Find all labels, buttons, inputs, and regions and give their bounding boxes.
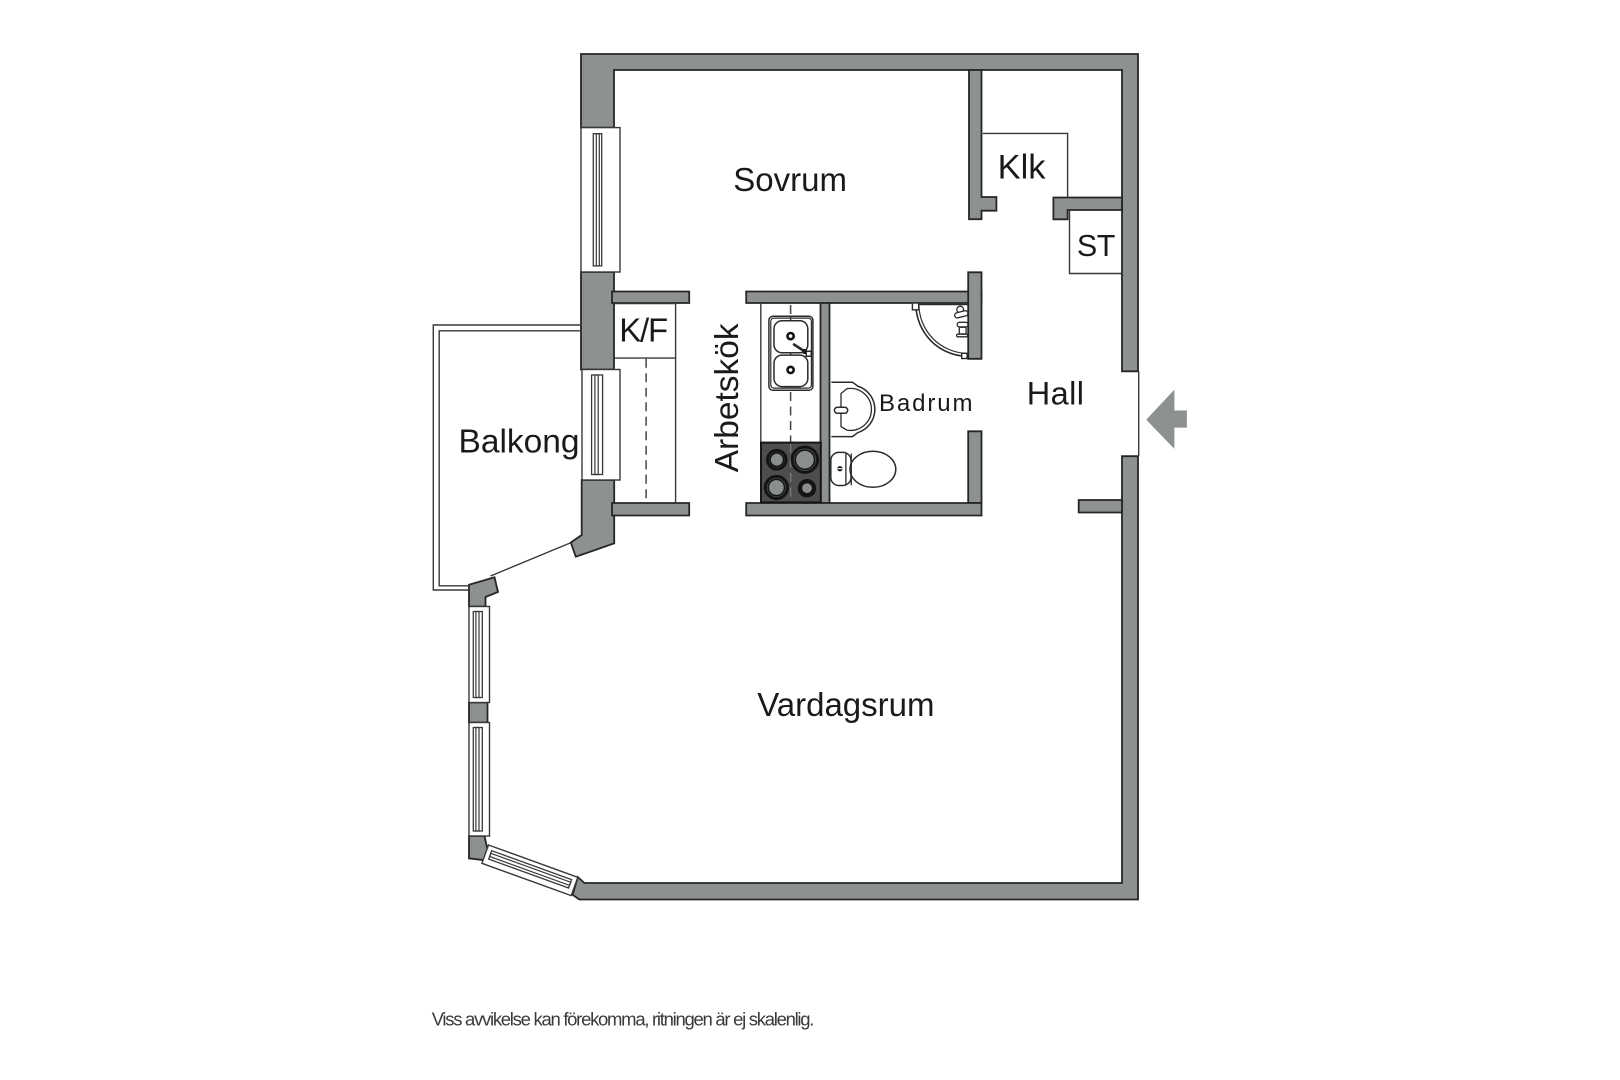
- svg-text:Balkong: Balkong: [459, 424, 580, 461]
- svg-text:Viss avvikelse kan förekomma,: Viss avvikelse kan förekomma, ritningen …: [432, 1008, 814, 1029]
- svg-text:Arbetskök: Arbetskök: [709, 323, 746, 472]
- svg-text:Vardagsrum: Vardagsrum: [757, 686, 934, 723]
- svg-text:Hall: Hall: [1027, 376, 1085, 412]
- svg-text:Badrum: Badrum: [879, 390, 974, 417]
- svg-text:Klk: Klk: [998, 148, 1047, 186]
- svg-text:K/F: K/F: [619, 311, 667, 348]
- svg-text:Sovrum: Sovrum: [733, 161, 847, 198]
- svg-text:ST: ST: [1077, 229, 1115, 263]
